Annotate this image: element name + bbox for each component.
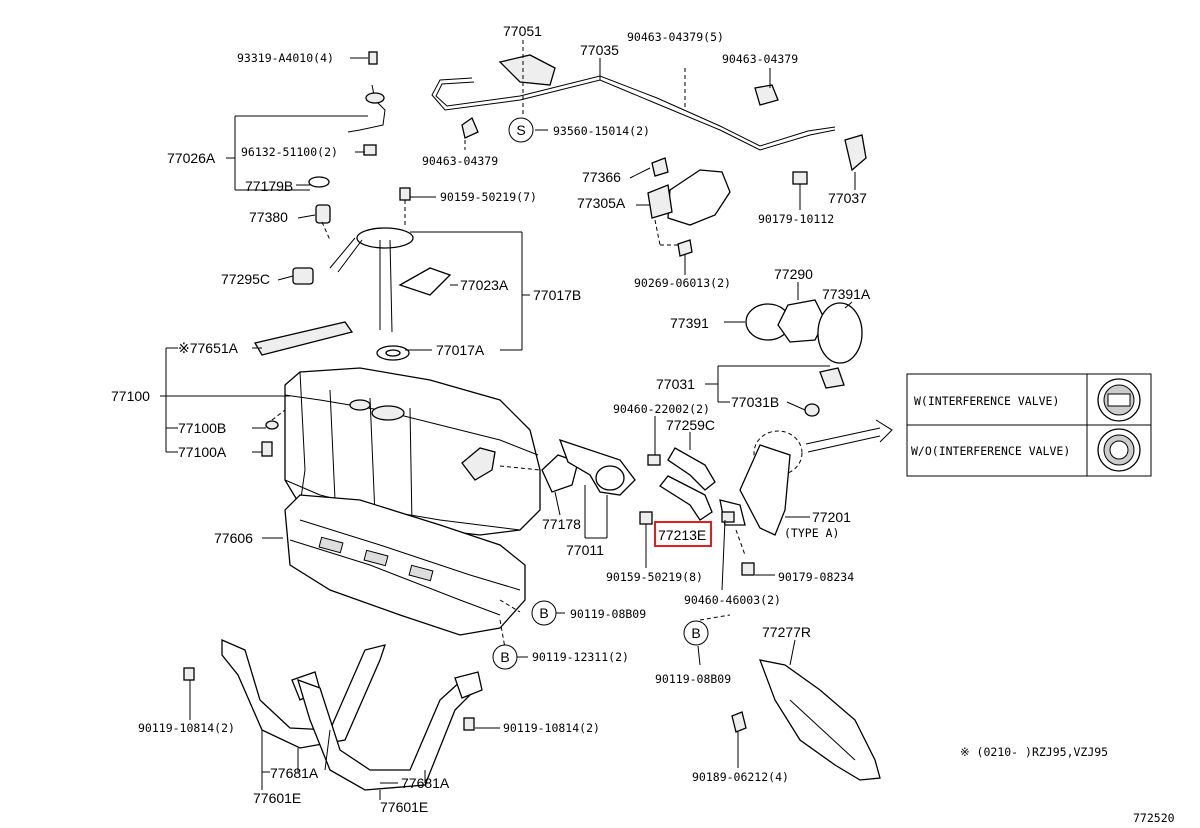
label-90463-04379-left: 90463-04379	[422, 154, 498, 168]
label-77026a: 77026A	[167, 150, 216, 166]
cap-with-valve-icon	[1097, 378, 1141, 422]
svg-text:B: B	[691, 625, 700, 641]
label-90119-12311: 90119-12311(2)	[532, 650, 629, 664]
svg-text:S: S	[516, 122, 525, 138]
label-90269-06013: 90269-06013(2)	[634, 276, 731, 290]
circle-mark-b-1: B	[531, 600, 557, 626]
label-77601e-left: 77601E	[253, 790, 301, 806]
label-77380: 77380	[249, 209, 288, 225]
bolt-90119-10814-left	[183, 667, 195, 681]
fuel-filler-pipe-77201	[719, 430, 803, 576]
label-90159-50219-7: 90159-50219(7)	[440, 190, 537, 204]
highlight-box-77213e	[654, 521, 712, 547]
pump-bracket-77026A	[347, 51, 386, 156]
svg-text:B: B	[500, 649, 509, 665]
diagram-id: 772520	[1133, 811, 1175, 825]
bolt-77100B	[265, 420, 279, 430]
label-77290: 77290	[774, 266, 813, 282]
label-77011: 77011	[566, 542, 604, 558]
label-90460-22002: 90460-22002(2)	[613, 402, 710, 416]
label-77681a-right: 77681A	[401, 775, 450, 791]
fuel-sender-assembly	[253, 176, 452, 361]
label-77035: 77035	[580, 42, 619, 58]
label-77259c: 77259C	[666, 417, 715, 433]
legend-row-with-valve: W(INTERFERENCE VALVE)	[914, 394, 1059, 408]
label-77213e[interactable]: 77213E	[658, 527, 706, 543]
part-labels: 77051 77035 90463-04379(5) 90463-04379 9…	[111, 23, 1175, 825]
label-90119-10814-left: 90119-10814(2)	[138, 721, 235, 735]
interference-valve-legend: W(INTERFERENCE VALVE) W/O(INTERFERENCE V…	[906, 373, 1152, 477]
label-77295c: 77295C	[221, 271, 270, 287]
label-96132-51100: 96132-51100(2)	[241, 145, 338, 159]
label-90463-04379-right: 90463-04379	[722, 52, 798, 66]
label-93560-15014: 93560-15014(2)	[553, 124, 650, 138]
label-90179-10112: 90179-10112	[758, 212, 834, 226]
label-77391: 77391	[670, 315, 709, 331]
label-77051: 77051	[503, 23, 542, 39]
label-90159-50219-8: 90159-50219(8)	[606, 570, 703, 584]
label-77017b: 77017B	[533, 287, 581, 303]
filler-hoses	[639, 447, 735, 525]
label-77277r: 77277R	[762, 624, 811, 640]
circle-mark-b-2: B	[492, 644, 518, 670]
bolt-90119-10814-right	[463, 717, 475, 731]
bolt-90159-50219-7	[399, 187, 411, 201]
label-77366: 77366	[582, 169, 621, 185]
bolt-77100A	[261, 441, 273, 457]
label-77023a: 77023A	[460, 277, 509, 293]
footnote-model-range: ※ (0210- )RZJ95,VZJ95	[960, 745, 1108, 759]
label-77037: 77037	[828, 190, 867, 206]
label-77178: 77178	[542, 516, 581, 532]
label-77100: 77100	[111, 388, 150, 404]
label-90119-10814-right: 90119-10814(2)	[503, 721, 600, 735]
label-90179-08234: 90179-08234	[778, 570, 854, 584]
label-77100a: 77100A	[178, 444, 227, 460]
fuel-tank-77100	[284, 367, 541, 536]
label-90460-46003: 90460-46003(2)	[684, 593, 781, 607]
tank-protector-77606	[284, 494, 526, 636]
label-90189-06212: 90189-06212(4)	[692, 770, 789, 784]
circle-mark-b-3: B	[683, 620, 709, 646]
label-77031: 77031	[656, 376, 695, 392]
fuel-lid-cable-77035	[431, 54, 867, 185]
fuel-inlet-cap-77290	[745, 299, 863, 417]
label-77201: 77201	[812, 509, 851, 525]
label-77651a: ※77651A	[178, 340, 239, 356]
label-90119-08b09-b: 90119-08B09	[655, 672, 731, 686]
label-77305a: 77305A	[577, 195, 626, 211]
circle-mark-s: S	[508, 117, 534, 143]
label-77606: 77606	[214, 530, 253, 546]
legend-row-without-valve: W/O(INTERFERENCE VALVE)	[911, 444, 1070, 458]
label-77031b: 77031B	[731, 394, 779, 410]
label-77681a-left: 77681A	[270, 765, 319, 781]
label-93319-a4010: 93319-A4010(4)	[237, 51, 334, 65]
tank-band-right-77601E	[297, 671, 483, 791]
filler-protector-77277R	[731, 659, 881, 781]
cap-without-valve-icon	[1097, 428, 1141, 472]
label-90119-08b09-a: 90119-08B09	[570, 607, 646, 621]
label-77100b: 77100B	[178, 420, 226, 436]
leader-lines	[160, 40, 893, 800]
label-77601e-right: 77601E	[380, 799, 428, 815]
label-77391a: 77391A	[822, 286, 871, 302]
label-77201-type: (TYPE A)	[784, 526, 839, 540]
label-77179b: 77179B	[245, 178, 293, 194]
label-90463-04379-5: 90463-04379(5)	[627, 30, 724, 44]
fuel-lid-77305A	[647, 157, 731, 257]
filler-tube-77011	[541, 438, 636, 496]
svg-text:B: B	[539, 605, 548, 621]
label-77017a: 77017A	[436, 342, 485, 358]
